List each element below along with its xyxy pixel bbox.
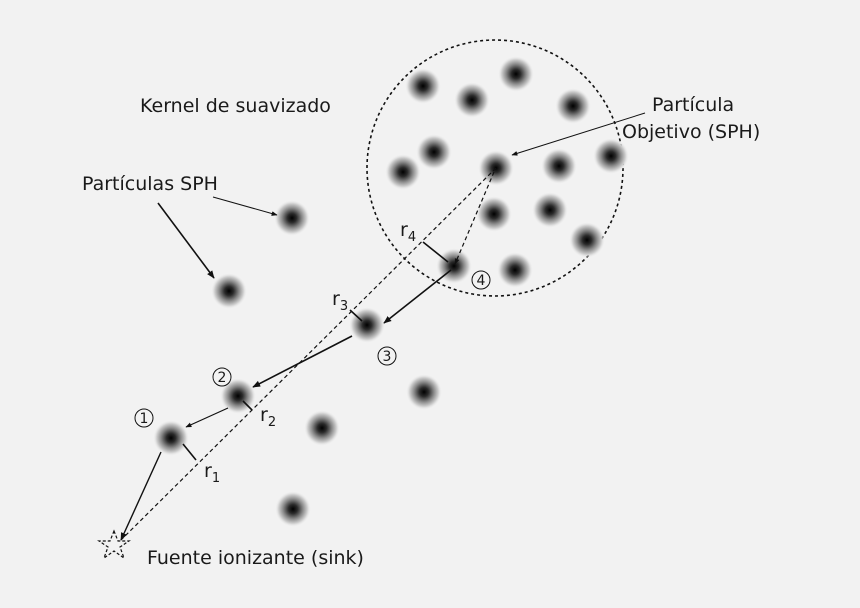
target-particle-label-line1: Partícula <box>652 94 734 116</box>
dashed-to-step-4 <box>454 171 495 265</box>
distance-label-r1: r1 <box>204 460 220 486</box>
walk-arrow-4-to-3 <box>383 269 452 324</box>
step-label-2: 2 <box>218 370 227 386</box>
step-marker-3 <box>377 346 397 366</box>
step-marker-2 <box>212 367 232 387</box>
particle <box>385 154 421 190</box>
step-label-3: 3 <box>383 349 392 365</box>
particle <box>405 68 441 104</box>
particle <box>569 222 605 258</box>
particle <box>416 134 452 170</box>
sph-particles-label: Partículas SPH <box>82 173 218 195</box>
walk-arrow-1-to-source <box>120 451 162 541</box>
particle <box>275 491 311 527</box>
particles <box>153 56 629 527</box>
particle <box>274 200 310 236</box>
particle <box>555 88 591 124</box>
particle <box>454 82 490 118</box>
walk-arrow-3-to-2 <box>252 335 353 388</box>
distance-label-r2: r2 <box>260 404 276 430</box>
particle <box>406 374 442 410</box>
distance-tick-r3 <box>349 309 363 322</box>
arrow-sph-to-particle-a <box>212 196 278 216</box>
particle <box>304 410 340 446</box>
arrow-to-target-particle <box>511 112 646 156</box>
step-marker-1 <box>134 408 154 428</box>
particle-step-1 <box>153 420 189 456</box>
step-label-4: 4 <box>477 273 486 289</box>
particle <box>593 138 629 174</box>
particle <box>532 192 568 228</box>
ionizing-source-star-icon <box>97 529 131 560</box>
particle <box>541 148 577 184</box>
step-markers: 1 2 3 4 <box>134 270 491 428</box>
kernel-label: Kernel de suavizado <box>140 95 331 117</box>
distance-tick-r2 <box>242 400 253 411</box>
particle-step-3 <box>349 307 385 343</box>
distance-tick-r1 <box>182 443 197 461</box>
distance-tick-r4 <box>422 241 449 263</box>
arrow-sph-to-particle-b <box>157 202 215 279</box>
step-label-1: 1 <box>140 411 149 427</box>
step-marker-4 <box>471 270 491 290</box>
distance-label-r3: r3 <box>332 288 348 314</box>
particle <box>476 196 512 232</box>
walk-arrow-2-to-1 <box>185 407 229 428</box>
particle <box>211 273 247 309</box>
particle <box>498 56 534 92</box>
target-particle-label-line2: Objetivo (SPH) <box>622 121 760 143</box>
distance-label-r4: r4 <box>400 219 416 245</box>
particle <box>497 252 533 288</box>
ionizing-source-label: Fuente ionizante (sink) <box>147 547 364 569</box>
